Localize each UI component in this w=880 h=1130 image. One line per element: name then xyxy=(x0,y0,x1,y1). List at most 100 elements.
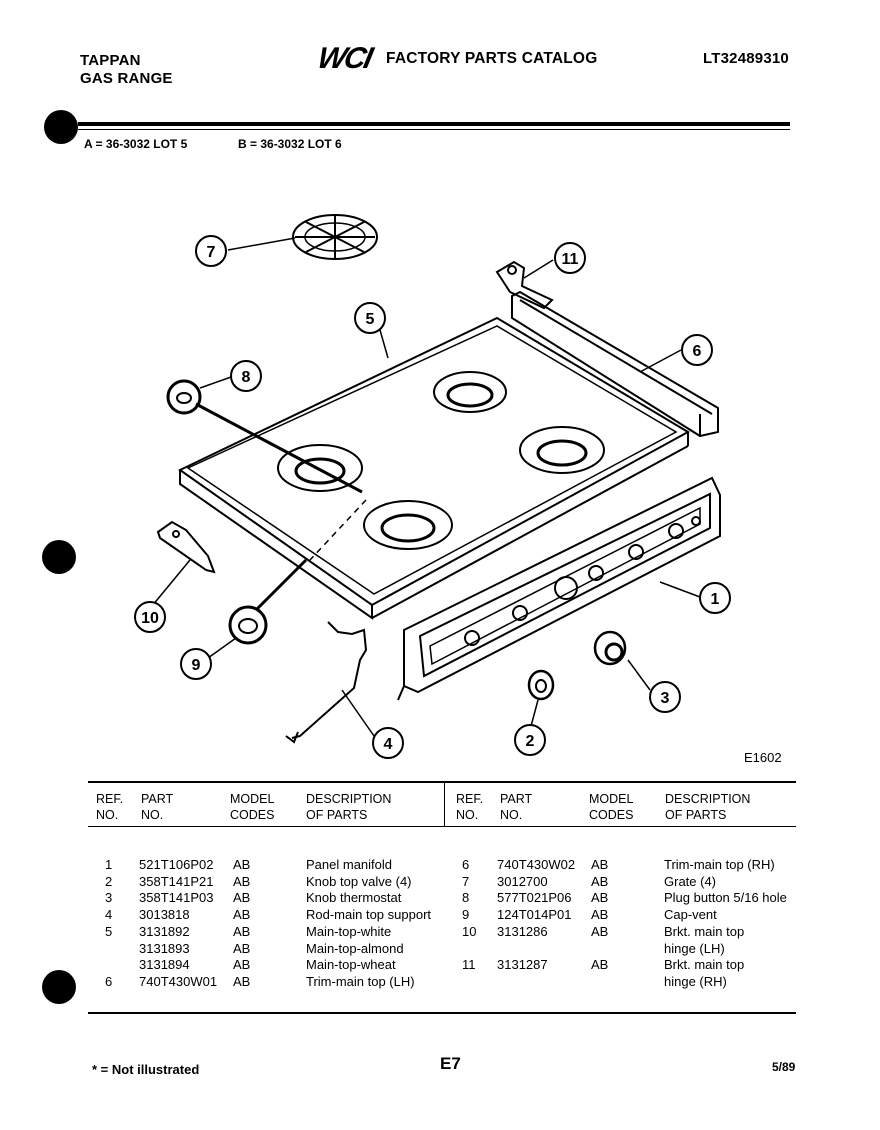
cell-desc: hinge (RH) xyxy=(664,973,727,989)
hinge-lh-drawing xyxy=(156,520,216,574)
cell-ref: 9 xyxy=(462,907,470,923)
svg-text:4: 4 xyxy=(384,736,393,753)
cell-part: 577T021P06 xyxy=(497,890,572,906)
svg-text:6: 6 xyxy=(693,343,702,360)
table-bottom-rule xyxy=(88,1012,796,1014)
cell-ref: 2 xyxy=(105,873,113,889)
cell-part: 521T106P02 xyxy=(139,857,214,872)
binder-hole-bottom xyxy=(42,970,76,1004)
cell-part: 3013818 xyxy=(139,907,190,923)
cell-ref: 10 xyxy=(462,923,477,939)
brand-line-2: GAS RANGE xyxy=(80,70,173,87)
cell-codes: AB xyxy=(591,907,609,923)
col-part-2: NO. xyxy=(141,808,164,822)
cell-part: 358T141P21 xyxy=(139,873,214,889)
cell-codes: AB xyxy=(591,923,609,939)
cell-desc: Grate (4) xyxy=(664,873,717,889)
model-number: LT32489310 xyxy=(703,50,789,67)
cell-codes: AB xyxy=(233,907,251,923)
cell-desc: Brkt. main top xyxy=(664,957,745,973)
col-ref-2: NO. xyxy=(96,808,119,822)
cell-desc: Knob thermostat xyxy=(306,890,402,906)
cell-desc: Main-top-almond xyxy=(306,940,404,956)
cell-codes: AB xyxy=(233,957,251,973)
svg-text:2: 2 xyxy=(526,733,535,750)
table-column-divider xyxy=(444,781,445,827)
cell-desc: Cap-vent xyxy=(664,907,717,923)
cell-codes: AB xyxy=(591,857,609,872)
svg-text:1: 1 xyxy=(711,591,720,608)
callout-1: 1 xyxy=(699,582,731,614)
cell-desc: Panel manifold xyxy=(306,857,392,872)
cell-ref: 6 xyxy=(105,973,113,989)
svg-text:9: 9 xyxy=(192,657,201,674)
col-part: PART xyxy=(500,792,533,806)
manifold-panel-drawing xyxy=(397,476,721,701)
callout-4: 4 xyxy=(372,727,404,759)
footnote: * = Not illustrated xyxy=(92,1062,200,1077)
cell-part: 3131894 xyxy=(139,957,190,973)
cell-part: 740T430W01 xyxy=(139,973,218,989)
col-model: MODEL xyxy=(230,792,275,806)
col-ref: REF. xyxy=(96,792,124,806)
cell-codes: AB xyxy=(233,873,251,889)
svg-text:5: 5 xyxy=(366,311,375,328)
col-model: MODEL xyxy=(589,792,634,806)
cell-ref: 4 xyxy=(105,907,113,923)
cell-desc: Main-top-white xyxy=(306,923,392,939)
cell-codes: AB xyxy=(233,973,251,989)
callout-5: 5 xyxy=(354,302,386,334)
callout-8: 8 xyxy=(230,360,262,392)
catalog-title: FACTORY PARTS CATALOG xyxy=(386,50,598,67)
cell-desc: Rod-main top support xyxy=(306,907,432,923)
cell-ref: 5 xyxy=(105,923,113,939)
brand-line-1: TAPPAN xyxy=(80,52,141,69)
lot-b-code: B = 36-3032 LOT 6 xyxy=(238,137,342,151)
cell-desc: Knob top valve (4) xyxy=(306,873,412,889)
cell-codes: AB xyxy=(591,890,609,906)
col-model-2: CODES xyxy=(589,808,634,822)
binder-hole-middle xyxy=(42,540,76,574)
col-model-2: CODES xyxy=(230,808,275,822)
main-top-drawing xyxy=(178,316,691,620)
page-number: E7 xyxy=(440,1054,461,1073)
cap-vent-drawing xyxy=(228,499,367,645)
trim-drawing xyxy=(511,290,719,438)
col-part-2: NO. xyxy=(500,808,523,822)
cell-part: 3131286 xyxy=(497,923,548,939)
knob-top-valve-drawing xyxy=(527,669,555,701)
header-rule xyxy=(78,122,790,126)
cell-ref: 8 xyxy=(462,890,470,906)
plug-button-drawing xyxy=(166,379,363,494)
cell-part: 3131287 xyxy=(497,957,548,973)
cell-part: 358T141P03 xyxy=(139,890,214,906)
table-header-rule xyxy=(88,826,796,827)
cell-desc: Plug button 5/16 hole xyxy=(664,890,787,906)
cell-codes: AB xyxy=(233,940,251,956)
cell-ref: 3 xyxy=(105,890,113,906)
callout-6: 6 xyxy=(681,334,713,366)
cell-desc: Trim-main top (RH) xyxy=(664,857,775,872)
knob-thermostat-drawing xyxy=(593,630,627,666)
col-desc: DESCRIPTION xyxy=(665,792,751,806)
cell-codes: AB xyxy=(591,957,609,973)
cell-ref: 7 xyxy=(462,873,470,889)
revision-date: 5/89 xyxy=(772,1060,796,1074)
col-ref-2: NO. xyxy=(456,808,479,822)
cell-part: 3131893 xyxy=(139,940,190,956)
exploded-parts-diagram: 7 11 5 6 8 10 9 1 xyxy=(134,214,731,759)
cell-ref: 6 xyxy=(462,857,470,872)
binder-hole-top xyxy=(44,110,78,144)
lot-a-code: A = 36-3032 LOT 5 xyxy=(84,137,188,151)
cell-desc: hinge (LH) xyxy=(664,940,725,956)
support-rod-drawing xyxy=(285,621,368,744)
cell-part: 3131892 xyxy=(139,923,190,939)
callout-11: 11 xyxy=(554,242,586,274)
cell-codes: AB xyxy=(591,873,609,889)
col-desc-2: OF PARTS xyxy=(306,808,368,822)
cell-part: 3012700 xyxy=(497,873,548,889)
cell-part: 124T014P01 xyxy=(497,907,572,923)
callout-3: 3 xyxy=(649,681,681,713)
col-part: PART xyxy=(141,792,174,806)
cell-codes: AB xyxy=(233,890,251,906)
